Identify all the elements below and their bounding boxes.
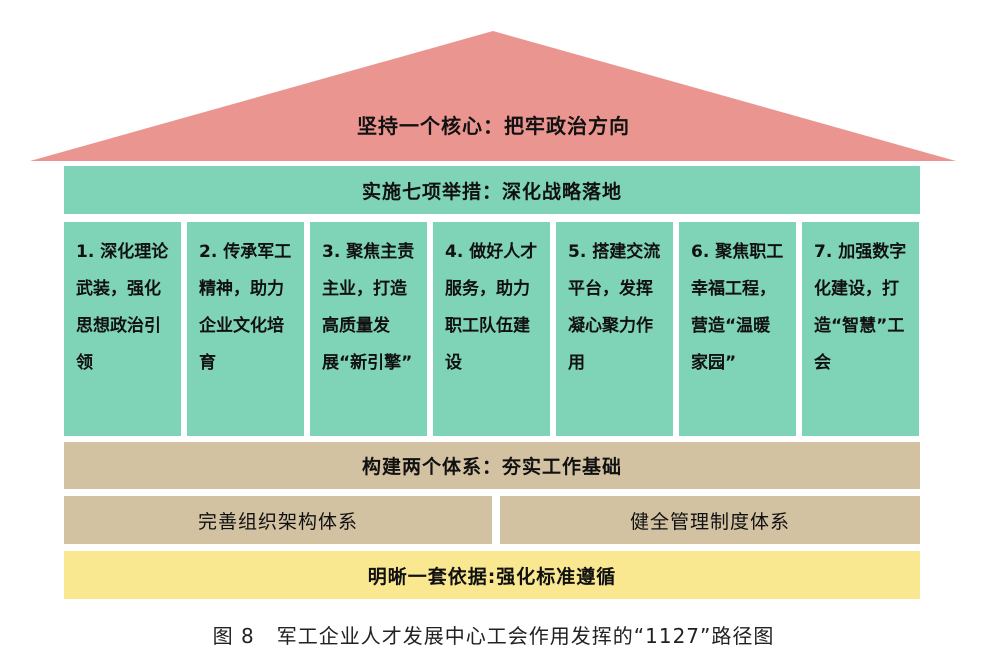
measures-band-label: 实施七项举措：深化战略落地 xyxy=(361,180,622,203)
system-label-organization: 完善组织架构体系 xyxy=(197,510,358,533)
pillar-6: 6. 聚焦职工幸福工程，营造“温暖家园” xyxy=(679,222,796,436)
system-box-organization: 完善组织架构体系 xyxy=(64,496,492,544)
pillar-4: 4. 做好人才服务，助力职工队伍建设 xyxy=(433,222,550,436)
pillar-3: 3. 聚焦主责主业，打造高质量发展“新引擎” xyxy=(310,222,427,436)
pillar-5: 5. 搭建交流平台，发挥凝心聚力作用 xyxy=(556,222,673,436)
figure-caption: 图 8 军工企业人才发展中心工会作用发挥的“1127”路径图 xyxy=(212,624,775,648)
foundation-label: 明晰一套依据:强化标准遵循 xyxy=(367,565,617,588)
systems-band: 构建两个体系：夯实工作基础 xyxy=(64,442,920,489)
pillar-2: 2. 传承军工精神，助力企业文化培育 xyxy=(187,222,304,436)
system-label-management: 健全管理制度体系 xyxy=(629,510,790,533)
pillar-1: 1. 深化理论武装，强化思想政治引领 xyxy=(64,222,181,436)
systems-band-label: 构建两个体系：夯实工作基础 xyxy=(361,456,622,478)
measures-band: 实施七项举措：深化战略落地 xyxy=(64,166,920,214)
roof-title: 坚持一个核心：把牢政治方向 xyxy=(357,114,630,138)
system-box-management: 健全管理制度体系 xyxy=(500,496,920,544)
roof-triangle xyxy=(30,31,956,161)
foundation-band: 明晰一套依据:强化标准遵循 xyxy=(64,551,920,599)
pillar-7: 7. 加强数字化建设，打造“智慧”工会 xyxy=(802,222,919,436)
